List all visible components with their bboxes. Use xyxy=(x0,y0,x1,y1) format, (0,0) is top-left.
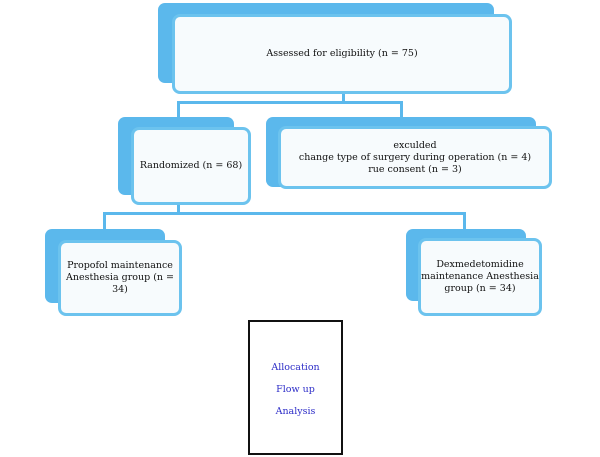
legend-box: Allocation Flow up Analysis xyxy=(248,320,343,455)
propofol-line-2: Anesthesia group (n = 34) xyxy=(66,272,174,295)
propofol-line-1: Propofol maintenance xyxy=(67,260,173,271)
assessed-box: Assessed for eligibility (n = 75) xyxy=(172,14,512,94)
excluded-box: exculded change type of surgery during o… xyxy=(278,126,552,189)
legend-item-flow-up: Flow up xyxy=(276,384,315,395)
propofol-box: Propofol maintenance Anesthesia group (n… xyxy=(58,240,182,316)
dexmedetomidine-line-1: Dexmedetomidine xyxy=(436,259,524,270)
legend-item-analysis: Analysis xyxy=(275,406,316,417)
assessed-label: Assessed for eligibility (n = 75) xyxy=(266,48,418,59)
dexmedetomidine-line-2: maintenance Anesthesia xyxy=(421,271,539,282)
connector-to-excluded xyxy=(400,101,403,123)
randomized-label: Randomized (n = 68) xyxy=(139,160,243,171)
legend-item-allocation: Allocation xyxy=(271,362,320,373)
excluded-reason-surgery: change type of surgery during operation … xyxy=(298,151,532,163)
connector-to-propofol xyxy=(103,212,106,230)
connector-randomized-vertical xyxy=(177,205,180,215)
dexmedetomidine-box: Dexmedetomidine maintenance Anesthesia g… xyxy=(418,238,542,316)
connector-to-dexmedetomidine xyxy=(463,212,466,230)
connector-groups-horizontal xyxy=(103,212,466,215)
excluded-reason-consent: rue consent (n = 3) xyxy=(368,163,462,175)
connector-row2-horizontal xyxy=(177,101,403,104)
randomized-box: Randomized (n = 68) xyxy=(131,127,251,205)
excluded-title: exculded xyxy=(393,139,437,151)
dexmedetomidine-line-3: group (n = 34) xyxy=(444,283,516,294)
connector-top-vertical xyxy=(342,94,345,104)
connector-to-randomized xyxy=(177,101,180,127)
